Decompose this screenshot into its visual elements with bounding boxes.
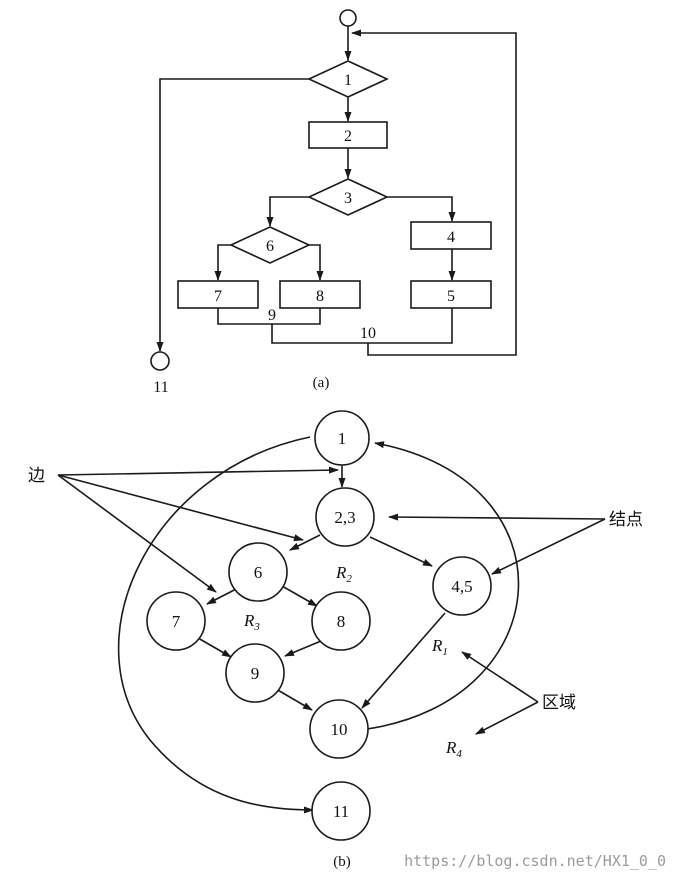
edge-9-to-10 bbox=[275, 688, 313, 711]
svg-text:8: 8 bbox=[337, 612, 346, 631]
graph-node-9: 9 bbox=[225, 643, 285, 703]
edge-7-to-9 bbox=[197, 637, 232, 658]
svg-text:11: 11 bbox=[333, 802, 349, 821]
flow-edge bbox=[387, 196, 456, 222]
node-annotation-arrow bbox=[491, 518, 606, 575]
decision-node-3-label: 3 bbox=[344, 190, 352, 207]
region-label-r1: R1 bbox=[431, 636, 448, 658]
graph-node-2-3: 2,3 bbox=[315, 487, 375, 547]
svg-text:6: 6 bbox=[254, 563, 263, 582]
decision-node-6-label: 6 bbox=[266, 238, 274, 255]
region-annotation-label: 区域 bbox=[542, 693, 576, 713]
caption-b: (b) bbox=[333, 854, 351, 870]
watermark-text: https://blog.csdn.net/HX1_0_0 bbox=[404, 852, 666, 870]
edge-annotation-arrow bbox=[57, 466, 339, 476]
svg-text:1: 1 bbox=[338, 429, 347, 448]
process-node-4-label: 4 bbox=[447, 229, 455, 246]
edge-annotation-arrow bbox=[57, 474, 304, 542]
edge-annotation-label: 边 bbox=[28, 466, 45, 486]
decision-node-1-label: 1 bbox=[344, 72, 352, 89]
svg-text:2,3: 2,3 bbox=[334, 508, 355, 527]
edge-23-to-45 bbox=[369, 536, 433, 567]
node-annotation-arrow bbox=[388, 513, 606, 521]
process-node-2-label: 2 bbox=[344, 128, 352, 145]
region-label-r2: R2 bbox=[335, 563, 352, 585]
graph-node-7: 7 bbox=[146, 591, 206, 651]
svg-text:10: 10 bbox=[331, 720, 348, 739]
svg-text:4,5: 4,5 bbox=[451, 577, 472, 596]
region-label-r4: R4 bbox=[445, 738, 462, 760]
decision-node-6 bbox=[229, 226, 311, 264]
svg-text:7: 7 bbox=[172, 612, 181, 631]
graph-node-1: 1 bbox=[314, 410, 370, 466]
graph-node-11: 11 bbox=[311, 781, 371, 841]
region-annotation-arrow bbox=[461, 651, 539, 703]
graph-node-8: 8 bbox=[311, 591, 371, 651]
svg-text:9: 9 bbox=[251, 664, 260, 683]
edge-45-to-10 bbox=[361, 612, 446, 709]
flow-edge bbox=[156, 78, 309, 352]
edge-8-to-9 bbox=[284, 640, 322, 657]
process-node-7-label: 7 bbox=[214, 288, 222, 305]
merge-node-9-label: 9 bbox=[268, 307, 276, 324]
start-terminal bbox=[339, 9, 357, 27]
flowgraph-b: 1 2,3 6 4,5 7 8 9 10 bbox=[28, 410, 643, 870]
end-terminal bbox=[150, 351, 170, 371]
node-annotation-label: 结点 bbox=[609, 510, 643, 530]
decision-node-3 bbox=[307, 178, 389, 216]
edge-6-to-8 bbox=[281, 585, 318, 607]
graph-node-4-5: 4,5 bbox=[432, 556, 492, 616]
process-node-5-label: 5 bbox=[447, 288, 455, 305]
graph-node-10: 10 bbox=[309, 699, 369, 759]
loop-back-edge bbox=[351, 29, 517, 356]
flowchart-a: 1 2 3 6 4 7 8 bbox=[150, 9, 517, 396]
region-label-r3: R3 bbox=[243, 611, 260, 633]
edge-10-to-1 bbox=[366, 441, 520, 730]
edge-23-to-6 bbox=[289, 534, 321, 551]
region-annotation-arrow bbox=[475, 701, 539, 735]
process-node-2 bbox=[308, 121, 388, 149]
process-node-5 bbox=[410, 280, 492, 309]
process-node-8 bbox=[279, 280, 361, 309]
flow-edge bbox=[214, 244, 231, 281]
flow-edge bbox=[266, 196, 309, 227]
merge-path-9 bbox=[217, 308, 321, 325]
process-node-4 bbox=[410, 221, 492, 250]
edge-annotation-arrow bbox=[57, 474, 217, 593]
edge-1-to-11 bbox=[117, 436, 314, 814]
merge-path-10 bbox=[271, 308, 453, 344]
flow-edge bbox=[309, 244, 324, 281]
end-terminal-label: 11 bbox=[153, 379, 168, 396]
process-node-8-label: 8 bbox=[316, 288, 324, 305]
merge-node-10-label: 10 bbox=[360, 325, 376, 342]
caption-a: (a) bbox=[313, 375, 330, 391]
graph-node-6: 6 bbox=[228, 542, 288, 602]
